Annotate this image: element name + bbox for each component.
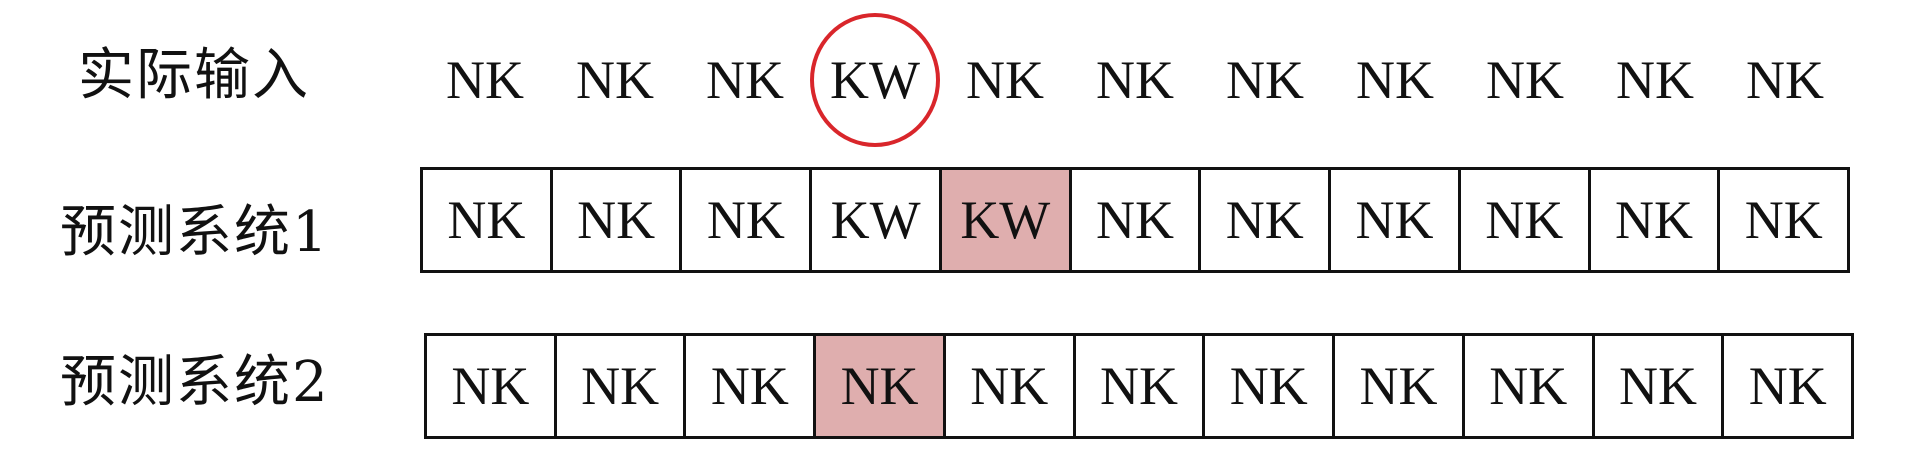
- token-cell: NK: [1591, 336, 1722, 436]
- token-cell: NK: [1457, 170, 1588, 270]
- token-cell: NK: [1200, 30, 1330, 130]
- token-cell: NK: [1590, 30, 1720, 130]
- token-label: NK: [1355, 190, 1434, 250]
- row-label-prediction-system-2: 预测系统2: [60, 350, 330, 415]
- token-cell: NK: [1328, 170, 1458, 270]
- token-cell: NK: [683, 336, 813, 436]
- token-label: NK: [1489, 356, 1568, 416]
- actual-input-row: NK NK NK KW NK NK NK NK NK NK NK: [420, 13, 1850, 147]
- token-cell: NK: [1202, 336, 1332, 436]
- token-cell: NK: [1461, 336, 1592, 436]
- token-label: NK: [966, 50, 1044, 110]
- token-label: NK: [1748, 356, 1827, 416]
- token-label: NK: [1485, 190, 1564, 250]
- token-cell: KW: [809, 170, 939, 270]
- token-cell: NK: [550, 30, 680, 130]
- token-cell: NK: [553, 336, 684, 436]
- token-label: NK: [1226, 50, 1304, 110]
- token-label: NK: [577, 190, 656, 250]
- token-label: NK: [1100, 356, 1179, 416]
- token-label: NK: [1746, 50, 1824, 110]
- token-cell: NK: [420, 30, 550, 130]
- token-label: NK: [446, 50, 524, 110]
- token-label: NK: [1225, 190, 1304, 250]
- prediction-system-2-row: NK NK NK NK NK NK NK NK NK NK NK: [424, 333, 1854, 439]
- token-label: NK: [447, 190, 526, 250]
- token-label: NK: [1486, 50, 1564, 110]
- token-label: NK: [1616, 50, 1694, 110]
- token-label: NK: [840, 356, 919, 416]
- token-cell: NK: [427, 336, 554, 436]
- token-cell: NK: [423, 170, 550, 270]
- token-cell: NK: [1330, 30, 1460, 130]
- token-label: NK: [1618, 356, 1697, 416]
- row-label-actual-input: 实际输入: [78, 43, 310, 108]
- token-cell-highlighted: KW: [938, 170, 1069, 270]
- token-label: NK: [1356, 50, 1434, 110]
- token-cell: NK: [940, 30, 1070, 130]
- token-label: NK: [581, 356, 660, 416]
- token-cell: NK: [1332, 336, 1462, 436]
- token-label: KW: [960, 190, 1051, 250]
- prediction-system-1-row: NK NK NK KW KW NK NK NK NK NK NK: [420, 167, 1850, 273]
- token-label: KW: [830, 190, 921, 250]
- token-label: NK: [1096, 50, 1174, 110]
- token-cell: NK: [1070, 30, 1200, 130]
- token-label: NK: [451, 356, 530, 416]
- token-label: KW: [830, 50, 920, 110]
- token-label: NK: [970, 356, 1049, 416]
- token-label: NK: [1744, 190, 1823, 250]
- token-cell: NK: [1072, 336, 1203, 436]
- token-cell-highlighted: NK: [813, 336, 943, 436]
- token-cell: NK: [680, 30, 810, 130]
- token-cell: NK: [942, 336, 1073, 436]
- token-label: NK: [576, 50, 654, 110]
- token-cell: NK: [1198, 170, 1328, 270]
- token-cell: NK: [1717, 170, 1847, 270]
- token-cell: NK: [1720, 30, 1850, 130]
- token-cell: NK: [1068, 170, 1199, 270]
- token-label: NK: [1096, 190, 1175, 250]
- token-cell: KW: [810, 13, 940, 147]
- token-label: NK: [710, 356, 789, 416]
- token-cell: NK: [1587, 170, 1718, 270]
- token-cell: NK: [549, 170, 680, 270]
- token-label: NK: [1614, 190, 1693, 250]
- token-cell: NK: [1721, 336, 1851, 436]
- token-cell: NK: [1460, 30, 1590, 130]
- token-label: NK: [706, 50, 784, 110]
- row-label-prediction-system-1: 预测系统1: [60, 200, 330, 265]
- token-label: NK: [706, 190, 785, 250]
- token-label: NK: [1229, 356, 1308, 416]
- token-cell: NK: [679, 170, 809, 270]
- token-label: NK: [1359, 356, 1438, 416]
